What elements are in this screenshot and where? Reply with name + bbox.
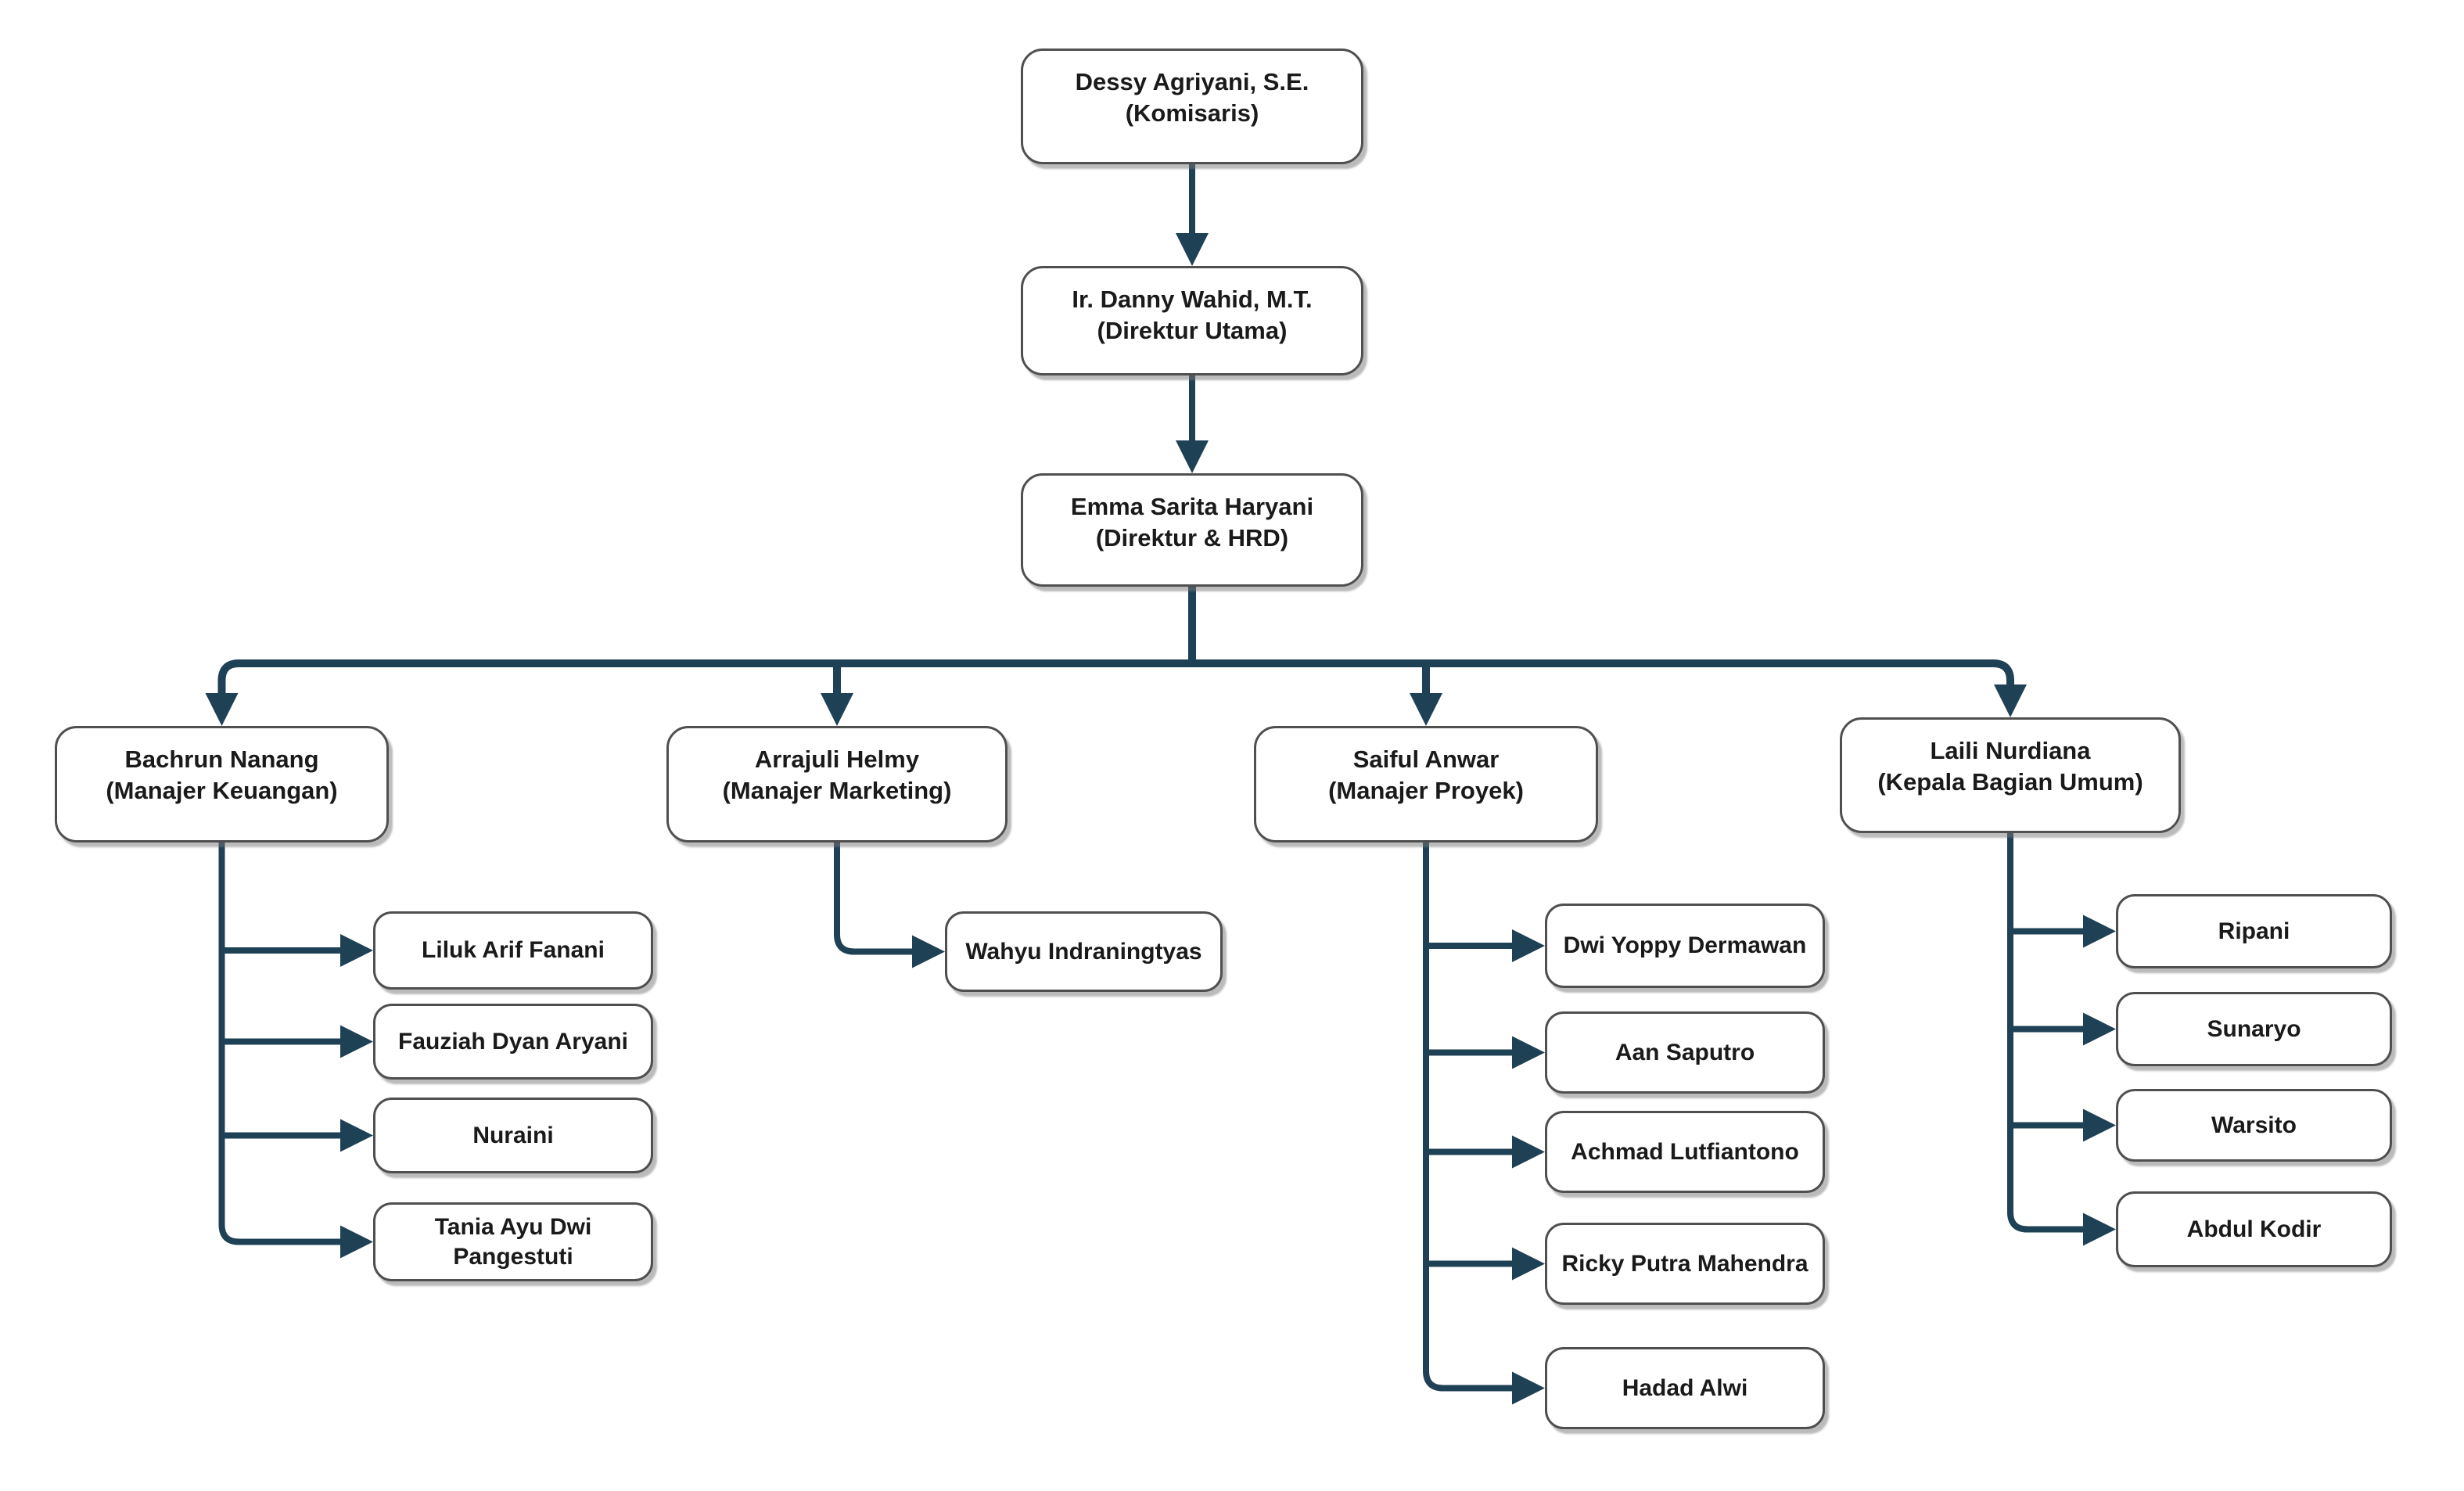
person-name: Achmad Lutfiantono [1571,1138,1799,1165]
arrowhead-right-icon [1512,1135,1545,1169]
arrowhead-down-icon [1410,693,1442,726]
staff-node: Liluk Arif Fanani [373,911,653,990]
staff-node: Tania Ayu Dwi Pangestuti [373,1202,653,1281]
staff-node: Achmad Lutfiantono [1545,1111,1825,1193]
person-name: Ripani [2218,918,2290,944]
arrowhead-right-icon [1512,1371,1545,1405]
person-name: Ir. Danny Wahid, M.T. [1072,286,1313,313]
person-role: (Manajer Keuangan) [106,777,338,804]
arrowhead-right-icon [2083,1213,2116,1246]
staff-node: Wahyu Indraningtyas [945,911,1223,992]
connector-line [834,843,918,955]
person-name: Hadad Alwi [1622,1374,1748,1401]
arrowhead-down-icon [205,693,239,726]
org-node-umum: Laili Nurdiana (Kepala Bagian Umum) [1840,717,2181,833]
person-name: Saiful Anwar [1352,746,1500,773]
person-name: Ricky Putra Mahendra [1561,1250,1808,1277]
org-node-direktur-hrd: Emma Sarita Haryani (Direktur & HRD) [1021,473,1363,587]
person-name: Nuraini [472,1122,554,1148]
person-name: Laili Nurdiana [1930,737,2091,764]
person-name: Tania Ayu Dwi Pangestuti [434,1213,592,1270]
arrowhead-down-icon [821,693,853,726]
person-role: (Kepala Bagian Umum) [1877,768,2143,796]
person-name: Fauziah Dyan Aryani [398,1028,628,1054]
person-role: (Direktur Utama) [1097,317,1288,344]
arrowhead-right-icon [1512,929,1545,962]
staff-node: Dwi Yoppy Dermawan [1545,904,1825,988]
arrowhead-right-icon [340,1119,373,1152]
person-name: Dwi Yoppy Dermawan [1563,932,1807,958]
arrowhead-right-icon [340,934,373,967]
person-name: Arrajuli Helmy [754,746,920,773]
connector-line [217,659,2014,699]
arrowhead-right-icon [912,935,945,968]
person-name: Liluk Arif Fanani [422,937,605,963]
person-role: (Direktur & HRD) [1095,524,1289,551]
org-node-direktur-utama: Ir. Danny Wahid, M.T. (Direktur Utama) [1021,266,1363,375]
staff-node: Ripani [2116,894,2392,968]
arrowhead-right-icon [1512,1036,1545,1069]
person-name: Aan Saputro [1615,1039,1755,1065]
arrowhead-right-icon [340,1225,373,1259]
connector-line [2007,833,2089,1233]
person-name: Abdul Kodir [2186,1216,2322,1242]
staff-node: Warsito [2116,1089,2392,1162]
connector-line [218,843,347,1245]
arrowhead-right-icon [2083,914,2116,948]
person-name: Warsito [2211,1112,2297,1138]
connector-line [1423,843,1518,1392]
person-role: (Manajer Proyek) [1328,777,1524,804]
person-name: Emma Sarita Haryani [1070,493,1314,520]
staff-node: Fauziah Dyan Aryani [373,1004,653,1080]
org-node-marketing: Arrajuli Helmy (Manajer Marketing) [666,726,1008,843]
arrowhead-right-icon [2083,1108,2116,1142]
staff-node: Sunaryo [2116,992,2392,1066]
person-role: (Manajer Marketing) [722,777,952,804]
person-name: Dessy Agriyani, S.E. [1075,68,1309,95]
org-node-proyek: Saiful Anwar (Manajer Proyek) [1254,726,1598,843]
arrowhead-right-icon [2083,1012,2116,1046]
org-node-komisaris: Dessy Agriyani, S.E. (Komisaris) [1021,49,1363,164]
staff-node: Abdul Kodir [2116,1191,2392,1267]
arrowhead-down-icon [1176,233,1209,266]
person-name: Bachrun Nanang [124,746,319,773]
staff-node: Hadad Alwi [1545,1347,1825,1429]
person-role: (Komisaris) [1125,99,1259,127]
arrowhead-right-icon [1512,1247,1545,1281]
arrowhead-down-icon [1176,440,1209,473]
org-node-keuangan: Bachrun Nanang (Manajer Keuangan) [55,726,389,843]
arrowhead-down-icon [1994,684,2027,717]
staff-node: Nuraini [373,1098,653,1173]
staff-node: Aan Saputro [1545,1011,1825,1094]
arrowhead-right-icon [340,1025,373,1058]
person-name: Wahyu Indraningtyas [965,938,1202,965]
person-name: Sunaryo [2207,1015,2301,1042]
staff-node: Ricky Putra Mahendra [1545,1223,1825,1305]
